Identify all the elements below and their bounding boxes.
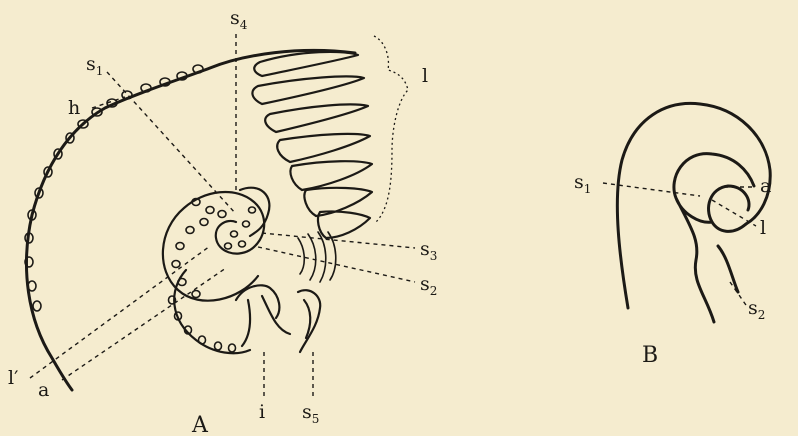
spiral-beads	[172, 199, 256, 298]
label-s4: s4	[230, 7, 248, 32]
label-b-a: a	[760, 175, 771, 197]
hook-lobe	[718, 246, 738, 292]
hooklets	[25, 65, 203, 311]
label-l-prime: l′	[8, 367, 18, 389]
panel-b: s1 a l s2 B	[574, 103, 771, 368]
label-b-s1: s1	[574, 171, 591, 196]
label-l: l	[422, 65, 428, 87]
panel-a-caption: A	[191, 413, 209, 436]
label-s3: s3	[420, 238, 437, 263]
label-i: i	[259, 401, 265, 423]
label-b-s2: s2	[748, 297, 765, 322]
hook-outer	[617, 103, 770, 308]
label-a: a	[38, 379, 49, 401]
inner-lamellae	[298, 232, 336, 282]
panel-b-caption: B	[642, 343, 658, 368]
label-s1: s1	[86, 53, 103, 78]
label-s5: s5	[302, 401, 319, 426]
label-s2: s2	[420, 273, 437, 298]
lamellae	[252, 52, 372, 238]
label-b-l: l	[760, 217, 766, 239]
inner-margin-beads	[169, 296, 236, 352]
lower-lobes	[236, 285, 320, 352]
label-h: h	[68, 97, 80, 119]
hook-inner-curl	[709, 186, 749, 231]
panel-a: s4 s1 h l s3 s2 l′ a i s5 A	[8, 7, 437, 436]
hook-stalk	[674, 154, 754, 322]
